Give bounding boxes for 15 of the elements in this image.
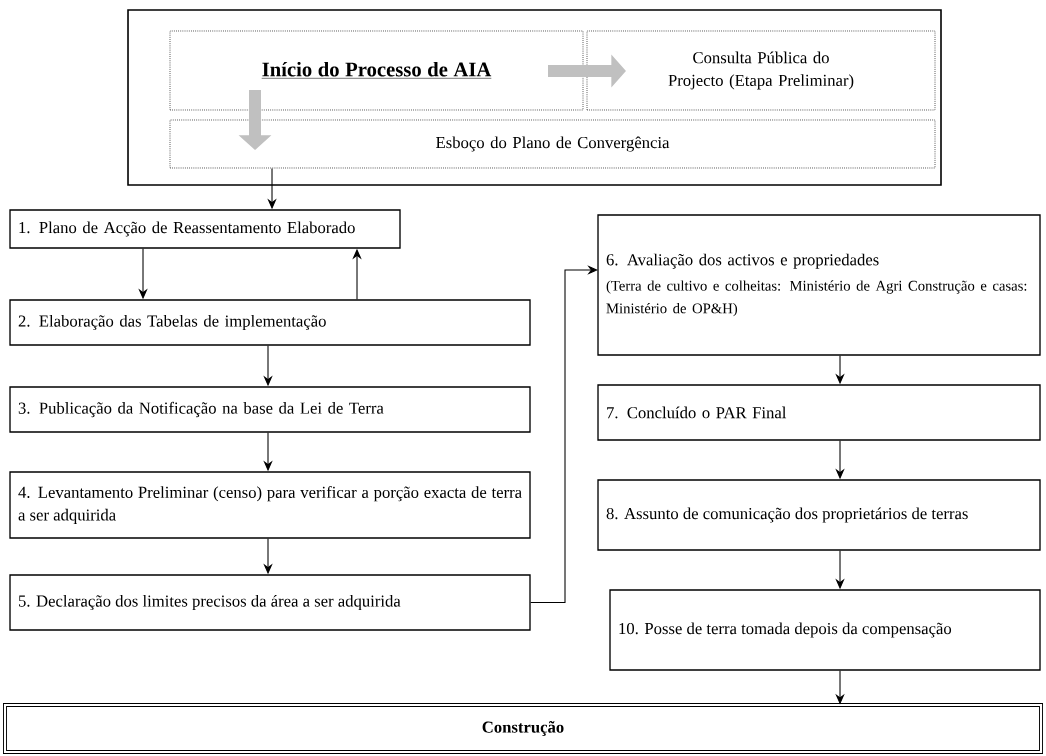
process-box: 10. Posse de terra tomada depois da compensação <box>609 589 1041 671</box>
process-box: Esboço do Plano de Convergência <box>169 119 936 169</box>
process-box: 2. Elaboração das Tabelas de implementação <box>9 299 531 346</box>
process-box: 4. Levantamento Preliminar (censo) para verificar a porção exacta de terra a ser adquirida <box>9 471 531 539</box>
process-box: 6. Avaliação dos activos e propriedades (Terra de cultivo e colheitas: Ministério de Agri Construção e casas: Ministério de OP&H) <box>597 214 1041 356</box>
construction-box: Construção <box>3 703 1043 754</box>
process-box: 1. Plano de Acção de Reassentamento Elaborado <box>9 209 401 249</box>
group-frame <box>127 9 942 186</box>
process-box: Consulta Pública do Projecto (Etapa Preliminar) <box>586 30 936 111</box>
process-box: 3. Publicação da Notificação na base da Lei de Terra <box>9 386 531 433</box>
start-box: Início do Processo de AIA <box>169 30 584 111</box>
process-box: 5. Declaração dos limites precisos da área a ser adquirida <box>9 574 531 631</box>
process-box: 7. Concluído o PAR Final <box>597 384 1041 441</box>
arrow <box>530 265 598 604</box>
process-box: 8. Assunto de comunicação dos proprietários de terras <box>597 479 1041 551</box>
